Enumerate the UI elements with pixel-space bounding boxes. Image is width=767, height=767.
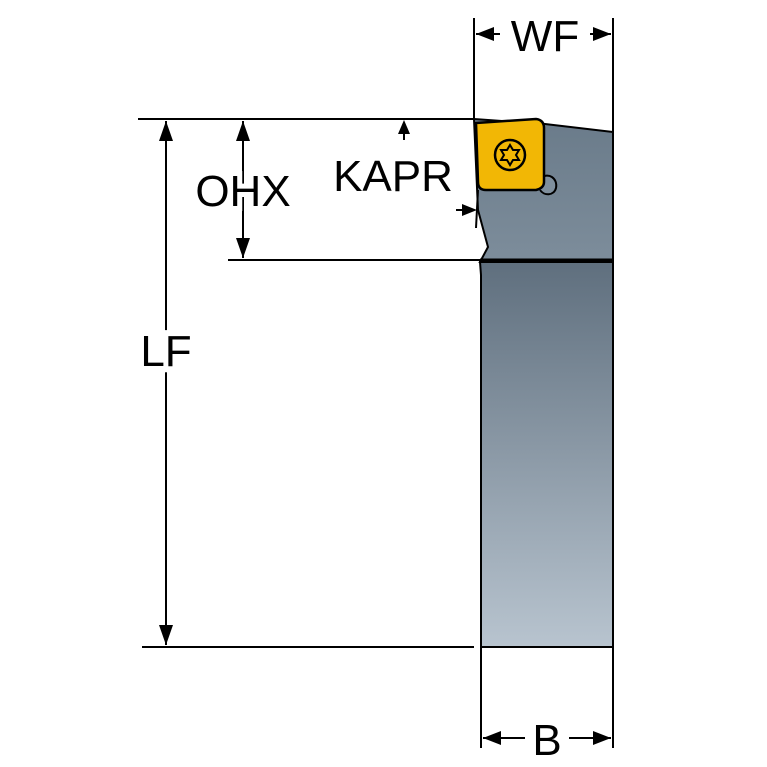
- label-wf: WF: [511, 12, 579, 61]
- dimension-b: [480, 647, 614, 748]
- tool-shank: [478, 261, 614, 648]
- label-b: B: [532, 716, 561, 765]
- dimension-lf: [142, 121, 474, 648]
- label-kapr: KAPR: [333, 152, 453, 201]
- cutting-insert: [474, 117, 546, 192]
- label-lf: LF: [140, 327, 191, 376]
- dimension-kapr: [398, 120, 479, 229]
- dimension-wf: [473, 18, 614, 132]
- torx-screw-icon: [499, 143, 521, 167]
- label-ohx: OHX: [195, 167, 290, 216]
- dimension-ohx: [228, 121, 482, 261]
